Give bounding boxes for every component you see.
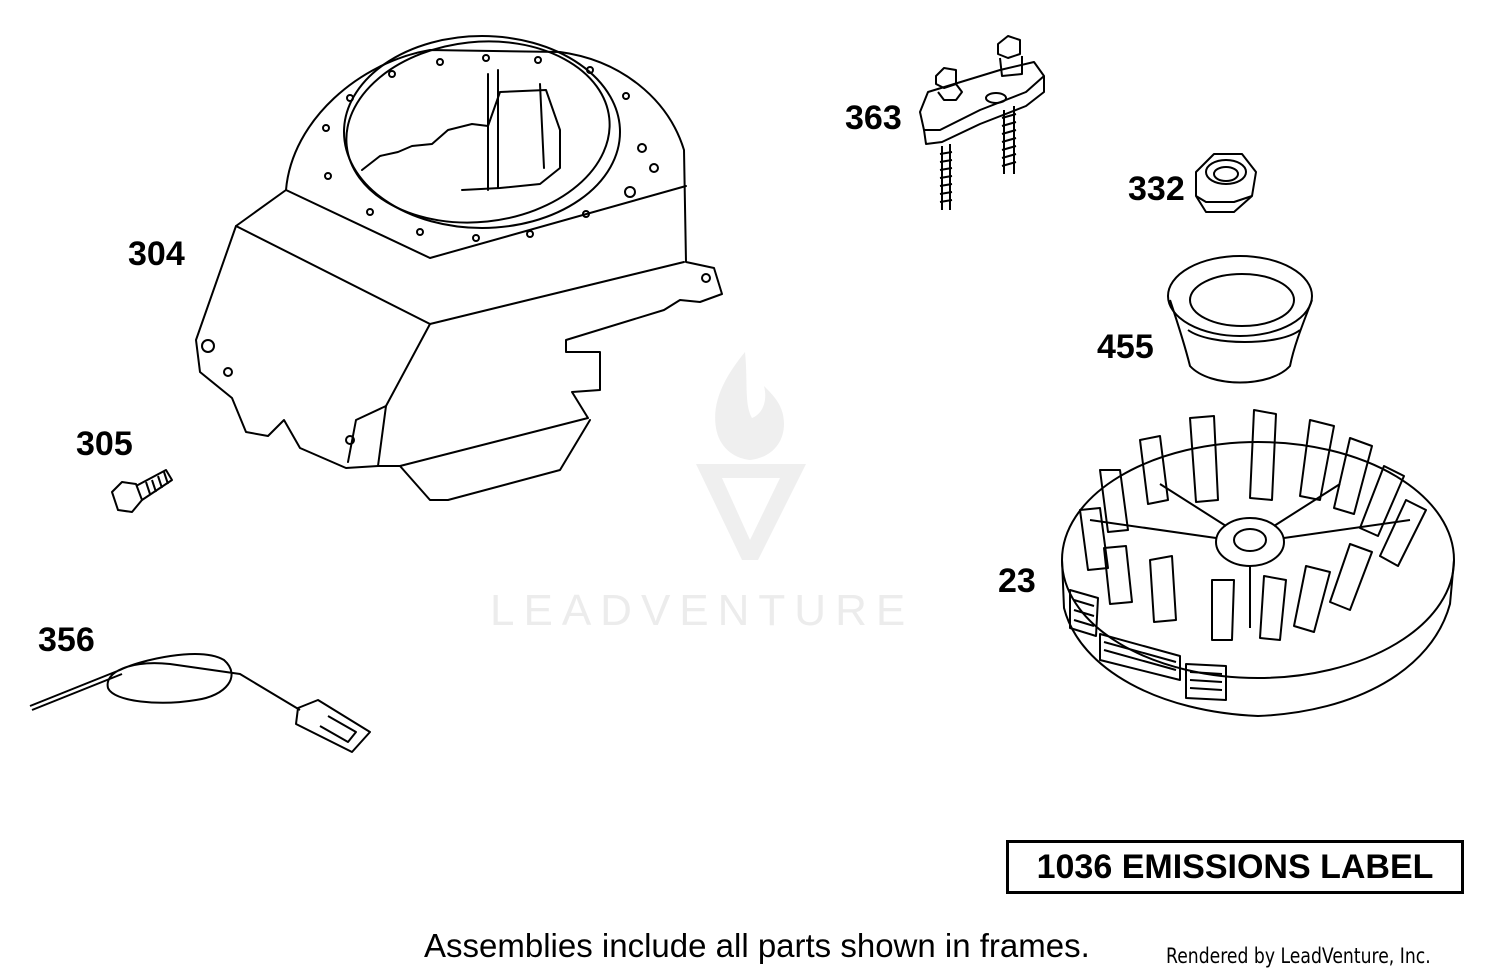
render-credit: Rendered by LeadVenture, Inc. — [1166, 944, 1431, 968]
callout-356: 356 — [38, 621, 95, 659]
callout-455: 455 — [1097, 328, 1154, 366]
emissions-label-text: 1036 EMISSIONS LABEL — [1036, 847, 1434, 886]
watermark-text: LEADVENTURE — [490, 586, 915, 635]
bolt-part-305 — [111, 469, 173, 513]
bracket-part-363 — [919, 35, 1045, 210]
callout-23: 23 — [998, 562, 1036, 600]
cup-part-455 — [1167, 255, 1313, 384]
flywheel-part-23 — [1061, 409, 1455, 717]
leadventure-watermark-logo — [696, 352, 806, 560]
assemblies-note: Assemblies include all parts shown in fr… — [424, 927, 1090, 964]
wire-part-356 — [29, 653, 371, 753]
nut-part-332 — [1195, 153, 1257, 213]
blower-housing-part-304 — [195, 35, 723, 501]
callout-304: 304 — [128, 235, 185, 273]
callout-332: 332 — [1128, 170, 1185, 208]
callout-363: 363 — [845, 99, 902, 137]
callout-305: 305 — [76, 425, 133, 463]
emissions-label-frame: 1036 EMISSIONS LABEL — [1006, 840, 1464, 894]
